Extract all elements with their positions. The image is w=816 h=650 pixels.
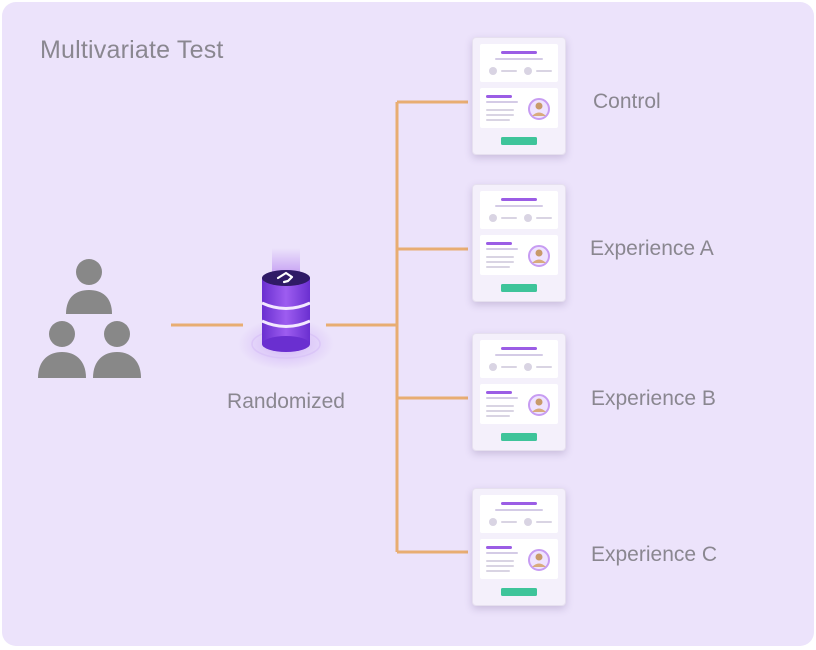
database-randomizer-icon xyxy=(238,248,334,370)
diagram-title: Multivariate Test xyxy=(40,36,224,64)
variant-label-experience-a: Experience A xyxy=(590,237,714,260)
variant-label-control: Control xyxy=(593,90,661,113)
variant-card-experience-b xyxy=(472,333,566,451)
variant-label-experience-b: Experience B xyxy=(591,387,716,410)
variant-card-experience-a xyxy=(472,184,566,302)
variant-label-experience-c: Experience C xyxy=(591,543,718,566)
randomized-label: Randomized xyxy=(227,390,345,413)
variant-card-control xyxy=(472,37,566,155)
people-group-icon xyxy=(38,259,141,378)
variant-card-experience-c xyxy=(472,488,566,606)
